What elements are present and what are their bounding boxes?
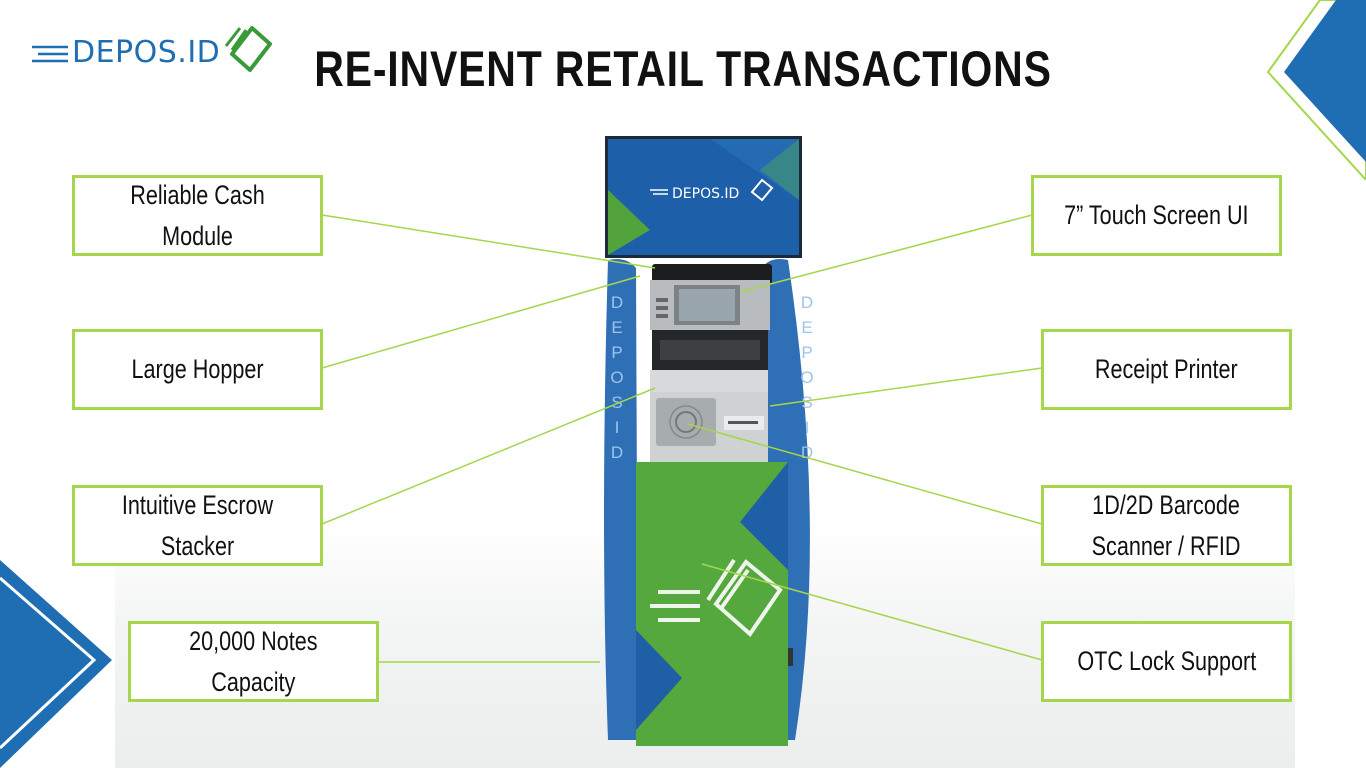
callout-notes-capacity: 20,000 Notes Capacity (128, 621, 379, 702)
callout-touch-screen-ui: 7” Touch Screen UI (1031, 175, 1282, 256)
page-title: RE-INVENT RETAIL TRANSACTIONS (314, 41, 1052, 97)
callout-label: Large Hopper (131, 354, 264, 385)
svg-text:E: E (611, 318, 622, 337)
callout-large-hopper: Large Hopper (72, 329, 323, 410)
kiosk-screen-logo: DEPOS.ID (672, 186, 739, 202)
svg-text:D: D (801, 293, 813, 312)
callout-receipt-printer: Receipt Printer (1041, 329, 1292, 410)
callout-barcode-scanner-rfid: 1D/2D Barcode Scanner / RFID (1041, 485, 1292, 566)
callout-label: 7” Touch Screen UI (1064, 200, 1249, 231)
brand-logo: DEPOS.ID (30, 22, 280, 82)
callout-label: Intuitive Escrow Stacker (121, 490, 274, 561)
svg-text:P: P (611, 343, 622, 362)
logo-text: DEPOS.ID (72, 35, 221, 70)
svg-text:E: E (801, 318, 812, 337)
svg-text:S: S (801, 393, 812, 412)
svg-text:I: I (805, 418, 810, 437)
svg-text:D: D (611, 293, 623, 312)
bottom-left-corner-decoration (0, 560, 112, 768)
callout-label: 1D/2D Barcode Scanner / RFID (1092, 490, 1241, 561)
svg-text:O: O (610, 368, 623, 387)
svg-text:I: I (615, 418, 620, 437)
svg-text:S: S (611, 393, 622, 412)
callout-otc-lock-support: OTC Lock Support (1041, 621, 1292, 702)
svg-text:D: D (611, 443, 623, 462)
callout-label: Reliable Cash Module (130, 180, 265, 251)
callout-label: OTC Lock Support (1077, 646, 1256, 677)
top-right-corner-decoration (1266, 0, 1366, 180)
svg-text:O: O (800, 368, 813, 387)
callout-intuitive-escrow-stacker: Intuitive Escrow Stacker (72, 485, 323, 566)
svg-text:P: P (801, 343, 812, 362)
callout-label: Receipt Printer (1095, 354, 1238, 385)
callout-label: 20,000 Notes Capacity (189, 626, 318, 697)
callout-reliable-cash-module: Reliable Cash Module (72, 175, 323, 256)
logo-speed-lines-icon (32, 26, 272, 72)
